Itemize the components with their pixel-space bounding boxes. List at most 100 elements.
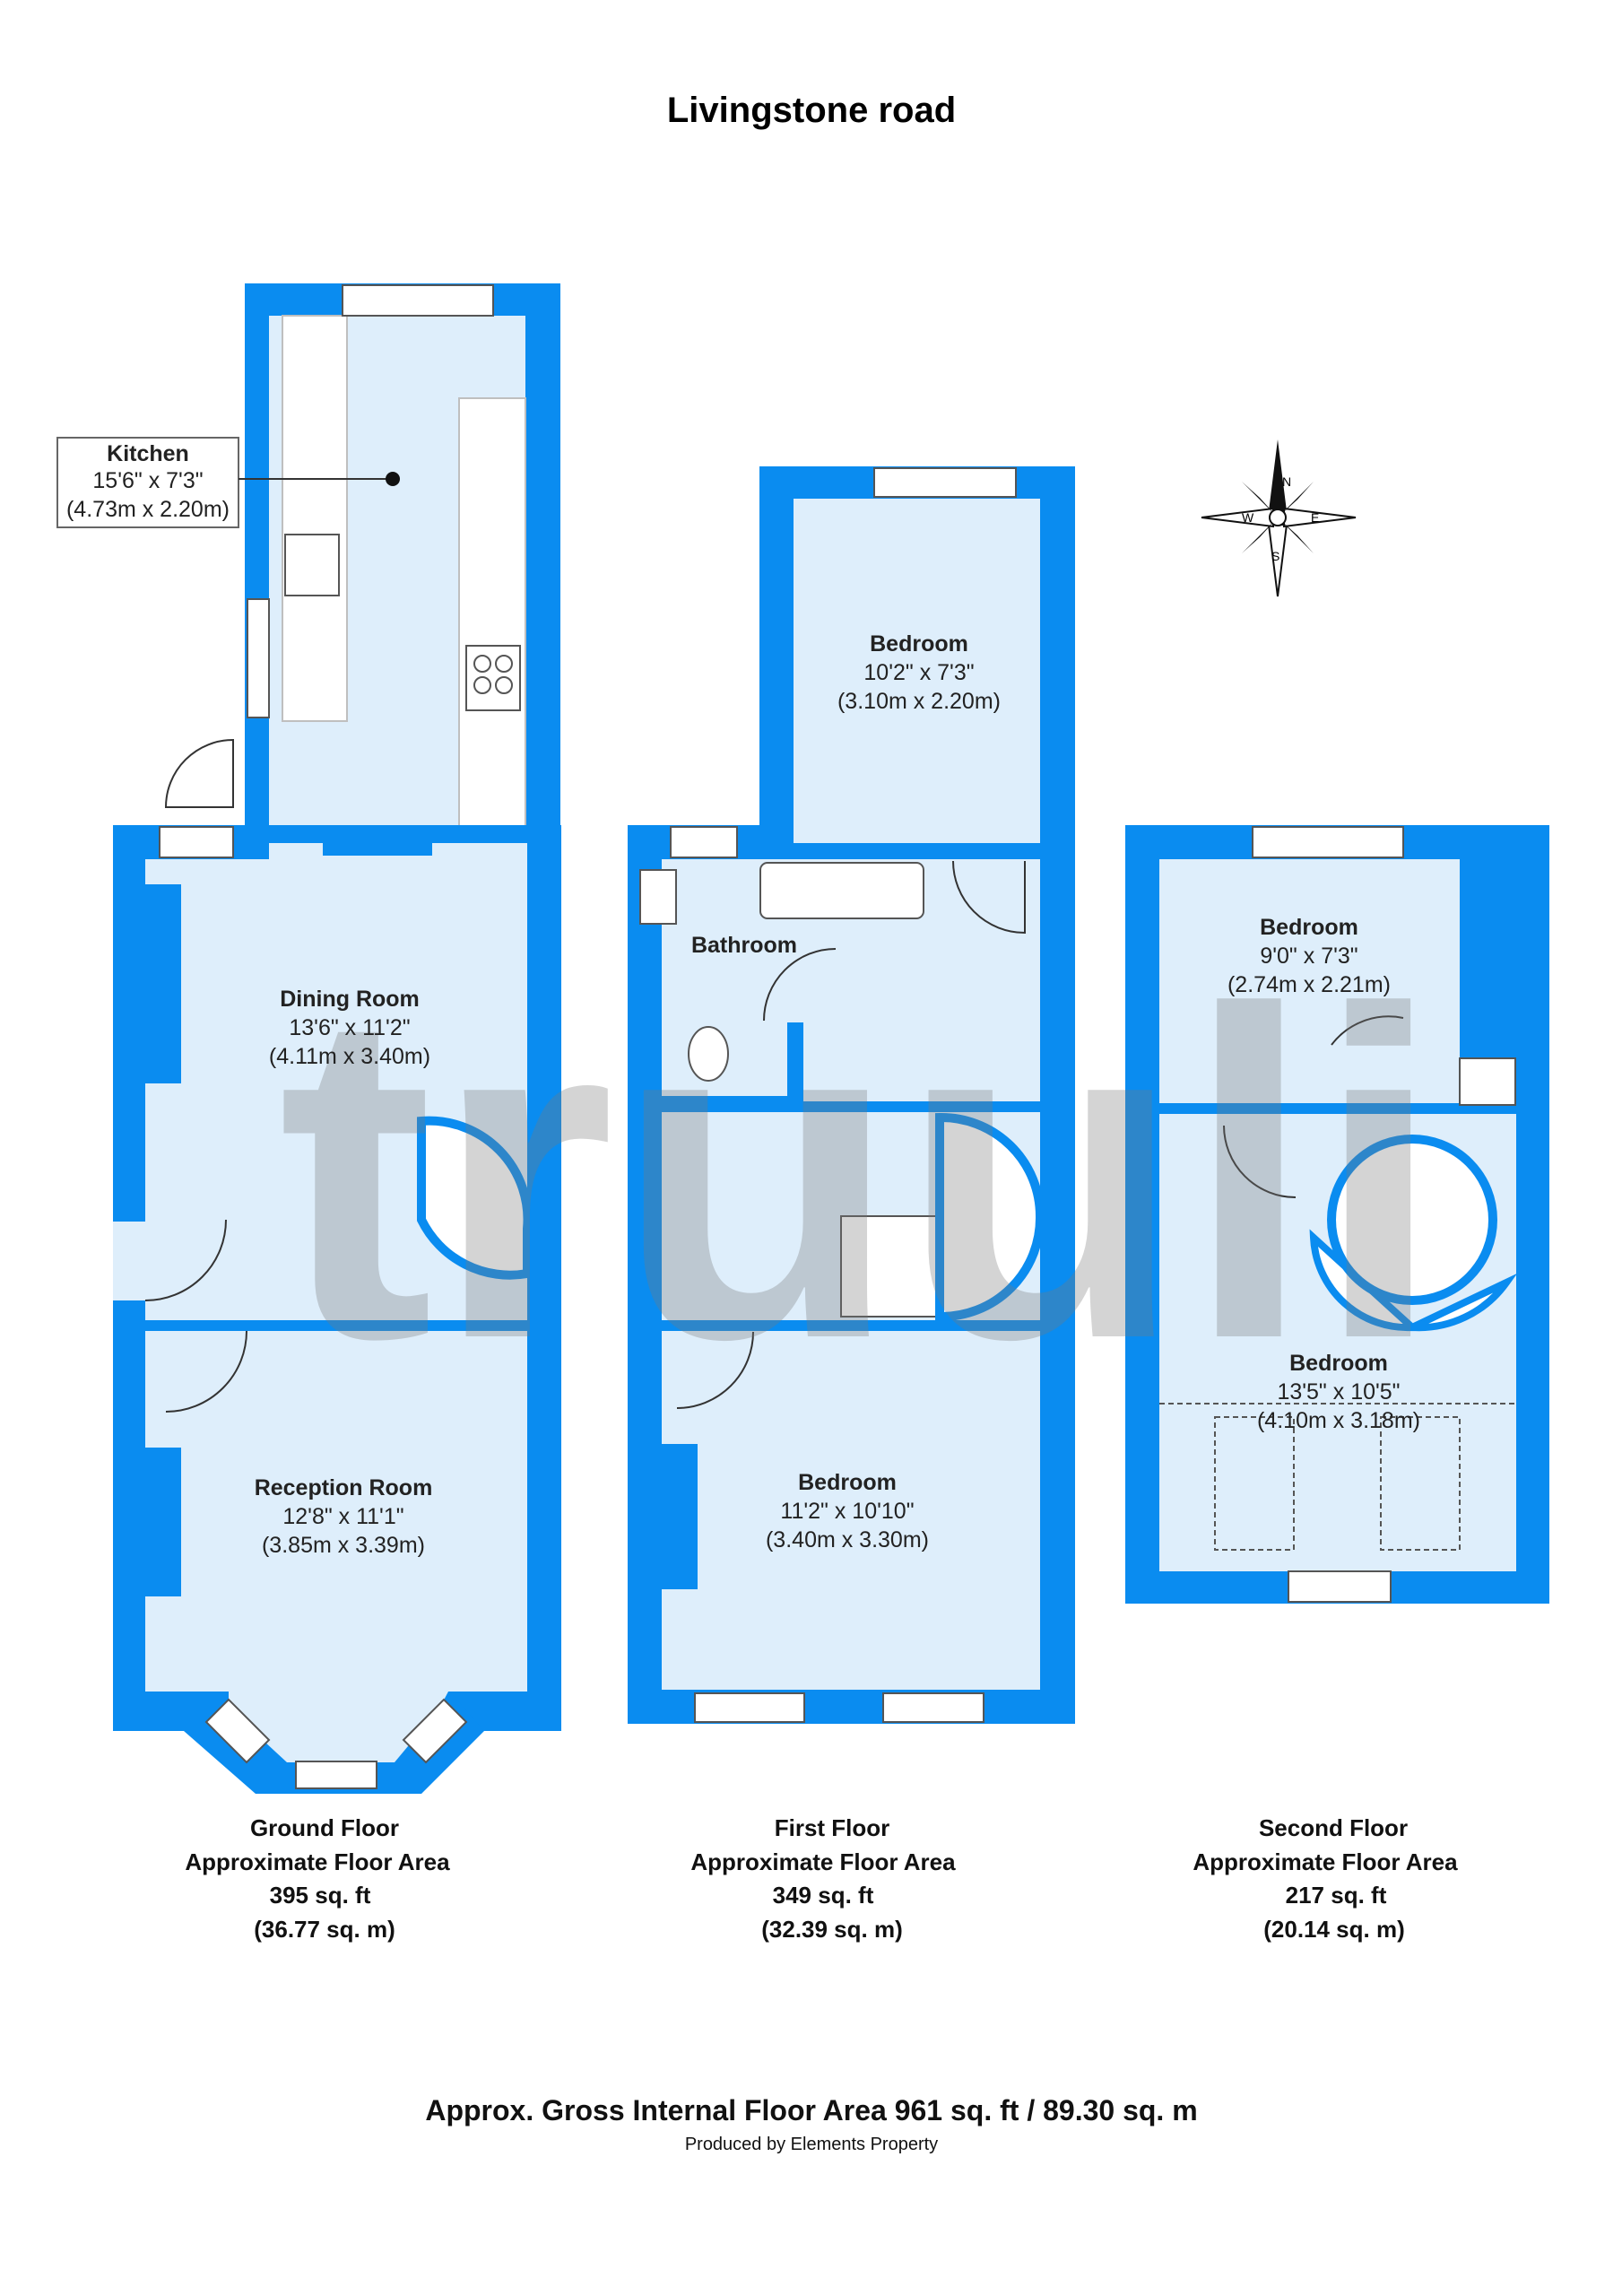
- bathroom-door: [763, 948, 837, 1022]
- second-floor-plan: [1125, 825, 1549, 1604]
- first-back-window: [873, 467, 1017, 498]
- second-floor-name: Second Floor: [1259, 1814, 1408, 1841]
- compass-needle-north: [1269, 439, 1287, 511]
- reception-floor: [145, 1331, 527, 1692]
- ground-floor-sqft: 395 sq. ft: [270, 1882, 371, 1909]
- reception-door: [165, 1330, 247, 1413]
- f1-front-bedroom-imperial: 11'2" x 10'10": [780, 1499, 914, 1524]
- bath-tub: [759, 862, 924, 919]
- bay-front-window: [295, 1761, 377, 1789]
- hob-ring: [495, 676, 513, 694]
- second-floor-sqm: (20.14 sq. m): [1263, 1916, 1405, 1943]
- kitchen-hob: [465, 645, 521, 711]
- f1-front-bedroom-metric: (3.40m x 3.30m): [766, 1527, 929, 1552]
- bathroom-window: [670, 826, 738, 858]
- reception-imperial: 12'8" x 11'1": [282, 1504, 403, 1529]
- f2-back-bedroom-metric: (2.74m x 2.21m): [1227, 972, 1391, 997]
- compass-diag: [1278, 482, 1314, 517]
- f2-back-bedroom-name: Bedroom: [1260, 915, 1358, 940]
- second-door: [1331, 1015, 1404, 1046]
- bay-side-window: [402, 1698, 468, 1764]
- kitchen-cabinet-left: [282, 315, 348, 722]
- kitchen-imperial: 15'6" x 7'3": [92, 468, 203, 493]
- skylight: [1380, 1416, 1461, 1551]
- plan-title: Livingstone road: [667, 91, 956, 130]
- f2-main-bedroom-metric: (4.10m x 3.18m): [1257, 1408, 1420, 1433]
- dining-name: Dining Room: [280, 987, 420, 1012]
- dining-window: [159, 826, 234, 858]
- chimney-breast: [662, 1444, 698, 1589]
- compass-e: E: [1311, 510, 1319, 525]
- producer-credit: Produced by Elements Property: [685, 2135, 938, 2154]
- bay-side-window: [204, 1698, 271, 1764]
- compass-center: [1269, 509, 1287, 526]
- gross-area-total: Approx. Gross Internal Floor Area 961 sq…: [425, 2094, 1197, 2126]
- reception-metric: (3.85m x 3.39m): [262, 1533, 425, 1558]
- skylight: [1214, 1416, 1295, 1551]
- compass-n: N: [1282, 474, 1291, 489]
- front-bedroom-window: [882, 1692, 984, 1723]
- watermark: truuli: [278, 915, 1444, 1436]
- bay-floor: [229, 1692, 448, 1762]
- first-floor-name: First Floor: [775, 1814, 890, 1841]
- hob-ring: [473, 676, 491, 694]
- second-floor-label: Approximate Floor Area: [1193, 1848, 1458, 1875]
- hob-ring: [473, 655, 491, 673]
- ground-floor-sqm: (36.77 sq. m): [254, 1916, 395, 1943]
- ground-floor-plan: [113, 283, 561, 1794]
- bathroom-wall: [787, 1022, 803, 1112]
- chimney-breast: [145, 1448, 181, 1596]
- kitchen-name: Kitchen: [107, 441, 189, 466]
- ground-floor-label: Approximate Floor Area: [185, 1848, 450, 1875]
- f1-back-bedroom-imperial: 10'2" x 7'3": [863, 660, 974, 685]
- second-cupboard: [1459, 1057, 1516, 1106]
- second-door: [1223, 1125, 1297, 1198]
- front-bedroom-door: [676, 1331, 754, 1409]
- kitchen-cabinet-right: [458, 397, 526, 849]
- f1-front-bedroom-name: Bedroom: [798, 1470, 897, 1495]
- dining-imperial: 13'6" x 11'2": [289, 1015, 410, 1040]
- compass-w: W: [1242, 510, 1254, 525]
- f1-back-bedroom-name: Bedroom: [870, 631, 968, 657]
- kitchen-callout-box: [56, 437, 239, 528]
- compass-diag: [1278, 517, 1314, 553]
- wall-stub: [323, 839, 432, 856]
- kitchen-door: [164, 738, 234, 808]
- compass-rose: N E S W: [1201, 439, 1357, 597]
- front-door-opening: [113, 1222, 145, 1300]
- back-bedroom-floor: [794, 499, 1040, 843]
- ground-floor-name: Ground Floor: [250, 1814, 399, 1841]
- first-floor-plan: [628, 466, 1075, 1724]
- front-door: [144, 1219, 227, 1301]
- f2-main-bedroom-imperial: 13'5" x 10'5": [1277, 1379, 1400, 1405]
- spiral-stair-core: [1327, 1135, 1497, 1305]
- chimney-breast: [145, 884, 181, 1083]
- second-front-window: [1288, 1570, 1392, 1603]
- toilet: [688, 1026, 729, 1082]
- dining-metric: (4.11m x 3.40m): [269, 1044, 430, 1069]
- second-floor-sqft: 217 sq. ft: [1286, 1882, 1387, 1909]
- f1-back-bedroom-metric: (3.10m x 2.20m): [837, 689, 1001, 714]
- first-floor-label: Approximate Floor Area: [690, 1848, 956, 1875]
- reception-name: Reception Room: [255, 1475, 433, 1500]
- f2-main-bedroom-name: Bedroom: [1289, 1351, 1388, 1376]
- first-floor-sqft: 349 sq. ft: [773, 1882, 874, 1909]
- back-bedroom-door: [952, 860, 1026, 935]
- compass-diag: [1242, 517, 1278, 553]
- kitchen-window: [342, 284, 494, 317]
- ground-stairs: [417, 1116, 533, 1280]
- bathroom-name: Bathroom: [691, 933, 797, 958]
- first-floor-sqm: (32.39 sq. m): [761, 1916, 903, 1943]
- kitchen-side-window: [247, 598, 270, 718]
- front-bedroom-window: [694, 1692, 805, 1723]
- kitchen-sink: [284, 534, 340, 596]
- compass-needle-east: [1283, 507, 1357, 528]
- first-stairs-curve: [935, 1112, 1045, 1322]
- kitchen-metric: (4.73m x 2.20m): [66, 497, 230, 522]
- f2-back-bedroom-imperial: 9'0" x 7'3": [1260, 944, 1357, 969]
- hob-ring: [495, 655, 513, 673]
- wash-basin: [639, 869, 677, 925]
- bathroom-wall: [662, 1096, 796, 1112]
- kitchen-callout-dot: [386, 472, 400, 486]
